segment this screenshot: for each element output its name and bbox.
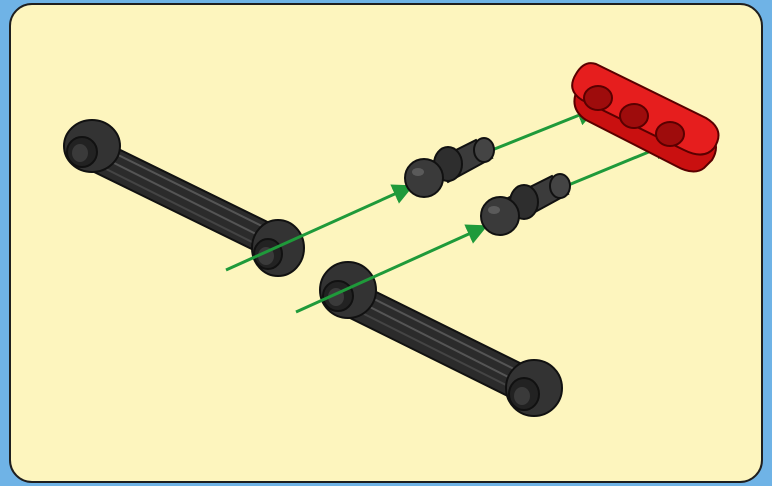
ball-pin-upper: [404, 137, 495, 198]
long-beam-upper: [63, 119, 305, 277]
ball-pin-lower: [480, 173, 571, 236]
liftarm-red: [571, 62, 720, 173]
assembly-arrow-upper: [225, 105, 598, 272]
instruction-panel: [9, 3, 763, 483]
